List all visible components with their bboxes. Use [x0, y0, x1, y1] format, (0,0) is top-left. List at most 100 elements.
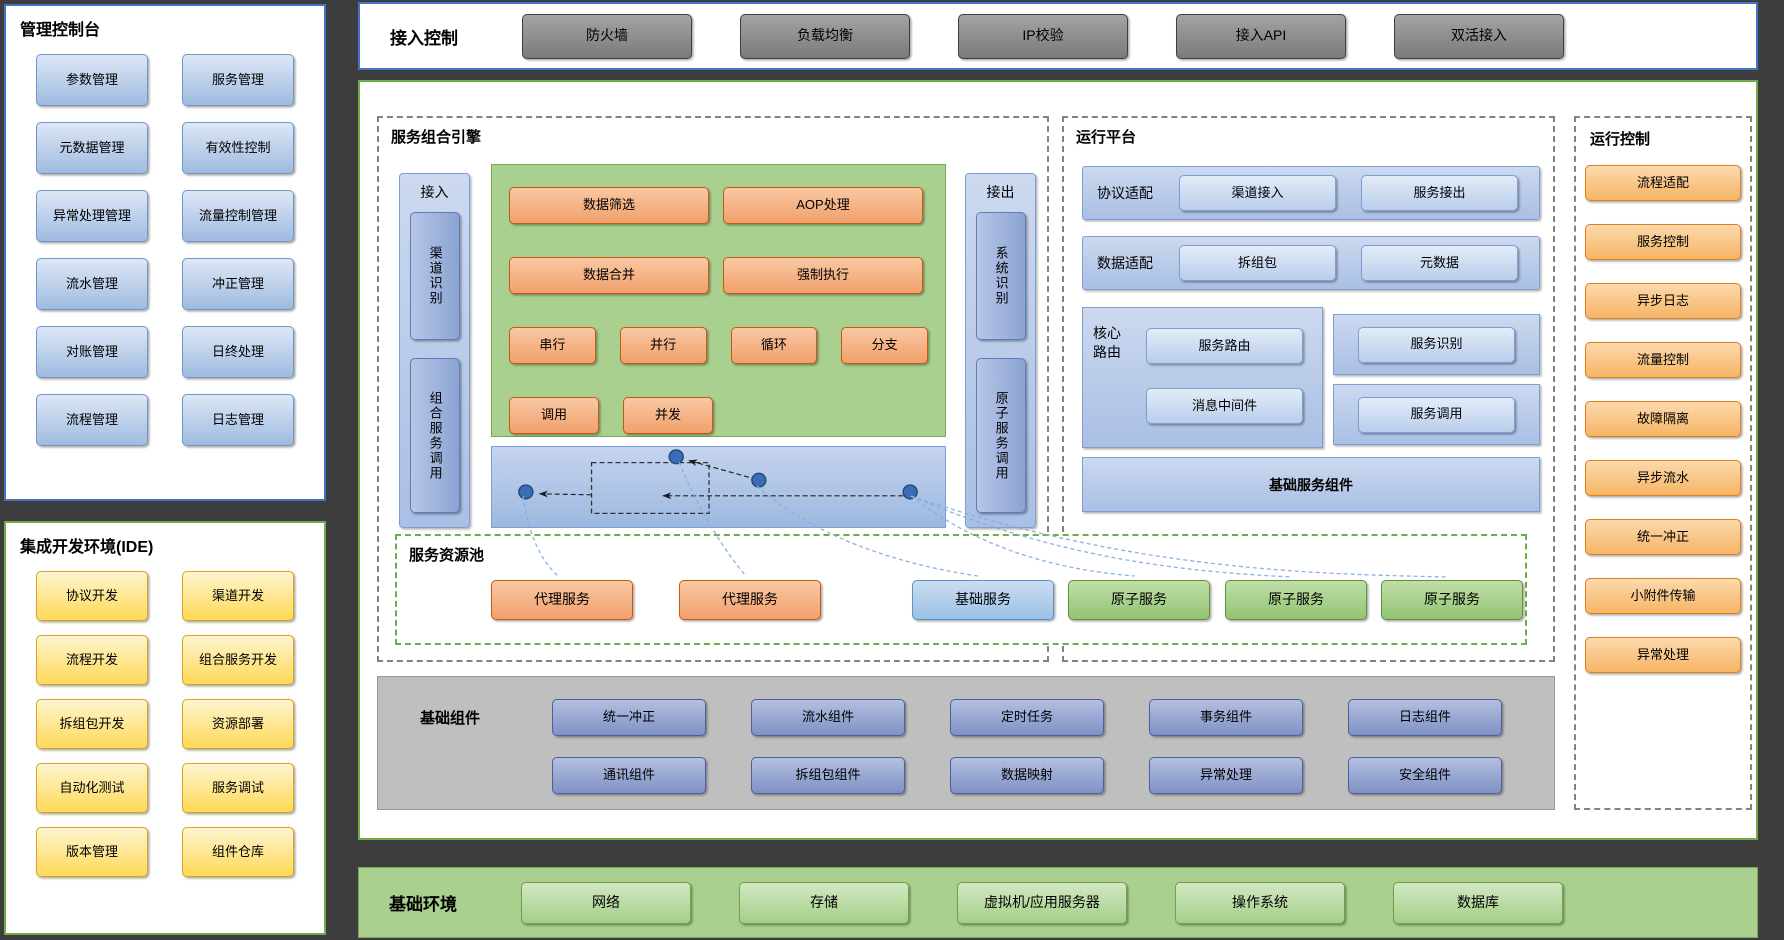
- orchestration-button[interactable]: 数据合并: [509, 257, 709, 294]
- access-control-panel: 接入控制 防火墙 负载均衡 IP校验 接入API 双活接入: [358, 2, 1758, 70]
- environment-button[interactable]: 存储: [739, 881, 909, 924]
- runtime-control-button[interactable]: 统一冲正: [1585, 519, 1741, 555]
- atomic-service-button[interactable]: 原子服务: [1381, 580, 1523, 620]
- base-component-button[interactable]: 拆组包组件: [751, 757, 905, 794]
- channel-identify-button[interactable]: 渠道识别: [409, 212, 460, 340]
- console-button[interactable]: 元数据管理: [36, 122, 148, 174]
- engine-title: 服务组合引擎: [391, 129, 482, 146]
- console-button[interactable]: 冲正管理: [182, 258, 294, 310]
- orchestration-button[interactable]: AOP处理: [723, 187, 923, 224]
- base-service-button[interactable]: 基础服务: [912, 580, 1054, 620]
- platform-title: 运行平台: [1076, 129, 1137, 146]
- orchestration-button[interactable]: 强制执行: [723, 257, 923, 294]
- ide-button[interactable]: 服务调试: [182, 763, 294, 813]
- console-button[interactable]: 流水管理: [36, 258, 148, 310]
- main-architecture-panel: 服务组合引擎 接入 渠道识别 组合服务调用 数据筛选 AOP处理 数据合并 强制…: [358, 80, 1758, 840]
- console-button[interactable]: 有效性控制: [182, 122, 294, 174]
- service-invoke-button[interactable]: 服务调用: [1358, 396, 1515, 433]
- access-button[interactable]: 负载均衡: [740, 13, 910, 59]
- base-environment-panel: 基础环境 网络 存储 虚拟机/应用服务器 操作系统 数据库: [358, 867, 1758, 938]
- base-component-button[interactable]: 统一冲正: [552, 699, 706, 736]
- environment-button[interactable]: 数据库: [1393, 881, 1563, 924]
- ide-button[interactable]: 组合服务开发: [182, 635, 294, 685]
- orchestration-row: 调用 并发: [509, 397, 928, 434]
- protocol-adaptation-label: 协议适配: [1097, 185, 1153, 201]
- orchestration-button[interactable]: 串行: [509, 327, 596, 364]
- console-button[interactable]: 参数管理: [36, 54, 148, 106]
- service-egress-button[interactable]: 服务接出: [1361, 175, 1518, 211]
- base-component-button[interactable]: 事务组件: [1149, 699, 1303, 736]
- service-invoke-panel: 服务调用: [1333, 384, 1540, 445]
- atomic-service-button[interactable]: 原子服务: [1068, 580, 1210, 620]
- base-component-button[interactable]: 定时任务: [950, 699, 1104, 736]
- orchestration-button[interactable]: 并发: [623, 397, 713, 434]
- base-component-button[interactable]: 安全组件: [1348, 757, 1502, 794]
- access-button[interactable]: 双活接入: [1394, 13, 1564, 59]
- console-button[interactable]: 流量控制管理: [182, 190, 294, 242]
- environment-button[interactable]: 虚拟机/应用服务器: [957, 881, 1127, 924]
- console-button[interactable]: 流程管理: [36, 394, 148, 446]
- service-identify-button[interactable]: 服务识别: [1358, 326, 1515, 363]
- base-component-button[interactable]: 流水组件: [751, 699, 905, 736]
- protocol-adaptation-panel: 协议适配 渠道接入 服务接出: [1082, 166, 1540, 220]
- runtime-control-button[interactable]: 流量控制: [1585, 342, 1741, 378]
- ide-button[interactable]: 拆组包开发: [36, 699, 148, 749]
- orchestration-button[interactable]: 调用: [509, 397, 599, 434]
- access-button[interactable]: 防火墙: [522, 13, 692, 59]
- console-button[interactable]: 服务管理: [182, 54, 294, 106]
- access-button[interactable]: IP校验: [958, 13, 1128, 59]
- runtime-control-button[interactable]: 异常处理: [1585, 637, 1741, 673]
- flow-panel: [491, 446, 946, 528]
- access-button[interactable]: 接入API: [1176, 13, 1346, 59]
- ide-button[interactable]: 协议开发: [36, 571, 148, 621]
- base-component-button[interactable]: 通讯组件: [552, 757, 706, 794]
- atomic-service-call-button[interactable]: 原子服务调用: [975, 358, 1026, 513]
- proxy-service-button[interactable]: 代理服务: [679, 580, 821, 620]
- console-button[interactable]: 日志管理: [182, 394, 294, 446]
- service-identify-panel: 服务识别: [1333, 314, 1540, 375]
- runtime-control-button[interactable]: 流程适配: [1585, 165, 1741, 201]
- runtime-control-button[interactable]: 小附件传输: [1585, 578, 1741, 614]
- runtime-control-button[interactable]: 服务控制: [1585, 224, 1741, 260]
- console-button[interactable]: 日终处理: [182, 326, 294, 378]
- service-routing-button[interactable]: 服务路由: [1146, 328, 1303, 364]
- proxy-service-button[interactable]: 代理服务: [491, 580, 633, 620]
- ide-button[interactable]: 自动化测试: [36, 763, 148, 813]
- orchestration-button[interactable]: 分支: [841, 327, 928, 364]
- runtime-control-button[interactable]: 异步日志: [1585, 283, 1741, 319]
- channel-access-button[interactable]: 渠道接入: [1179, 175, 1336, 211]
- metadata-button[interactable]: 元数据: [1361, 245, 1518, 281]
- core-routing-panel: 核心路由 服务路由 消息中间件: [1082, 307, 1323, 448]
- orchestration-button[interactable]: 循环: [730, 327, 818, 364]
- runtime-control-button[interactable]: 异步流水: [1585, 460, 1741, 496]
- ide-button[interactable]: 资源部署: [182, 699, 294, 749]
- base-component-button[interactable]: 异常处理: [1149, 757, 1303, 794]
- core-routing-label: 核心路由: [1093, 325, 1121, 360]
- message-middleware-button[interactable]: 消息中间件: [1146, 388, 1303, 424]
- base-components-row: 统一冲正 流水组件 定时任务 事务组件 日志组件: [552, 699, 1502, 736]
- data-adaptation-panel: 数据适配 拆组包 元数据: [1082, 236, 1540, 290]
- console-button[interactable]: 异常处理管理: [36, 190, 148, 242]
- orchestration-button[interactable]: 数据筛选: [509, 187, 709, 224]
- runtime-control-button[interactable]: 故障隔离: [1585, 401, 1741, 437]
- atomic-service-button[interactable]: 原子服务: [1225, 580, 1367, 620]
- system-identify-button[interactable]: 系统识别: [975, 212, 1026, 340]
- environment-button[interactable]: 操作系统: [1175, 881, 1345, 924]
- ide-button[interactable]: 版本管理: [36, 827, 148, 877]
- environment-button[interactable]: 网络: [521, 881, 691, 924]
- runtime-control-buttons: 流程适配 服务控制 异步日志 流量控制 故障隔离 异步流水 统一冲正 小附件传输…: [1576, 149, 1750, 673]
- ide-button[interactable]: 组件仓库: [182, 827, 294, 877]
- composite-service-call-button[interactable]: 组合服务调用: [409, 358, 460, 513]
- base-services-bar[interactable]: 基础服务组件: [1082, 457, 1540, 512]
- ide-title: 集成开发环境(IDE): [20, 539, 154, 556]
- base-component-button[interactable]: 数据映射: [950, 757, 1104, 794]
- base-component-button[interactable]: 日志组件: [1348, 699, 1502, 736]
- orchestration-button[interactable]: 并行: [619, 327, 707, 364]
- pack-unpack-button[interactable]: 拆组包: [1179, 245, 1336, 281]
- service-composition-engine: 服务组合引擎 接入 渠道识别 组合服务调用 数据筛选 AOP处理 数据合并 强制…: [377, 116, 1049, 662]
- base-environment-title: 基础环境: [389, 895, 457, 914]
- ide-button[interactable]: 渠道开发: [182, 571, 294, 621]
- console-button[interactable]: 对账管理: [36, 326, 148, 378]
- access-control-title: 接入控制: [390, 28, 458, 48]
- ide-button[interactable]: 流程开发: [36, 635, 148, 685]
